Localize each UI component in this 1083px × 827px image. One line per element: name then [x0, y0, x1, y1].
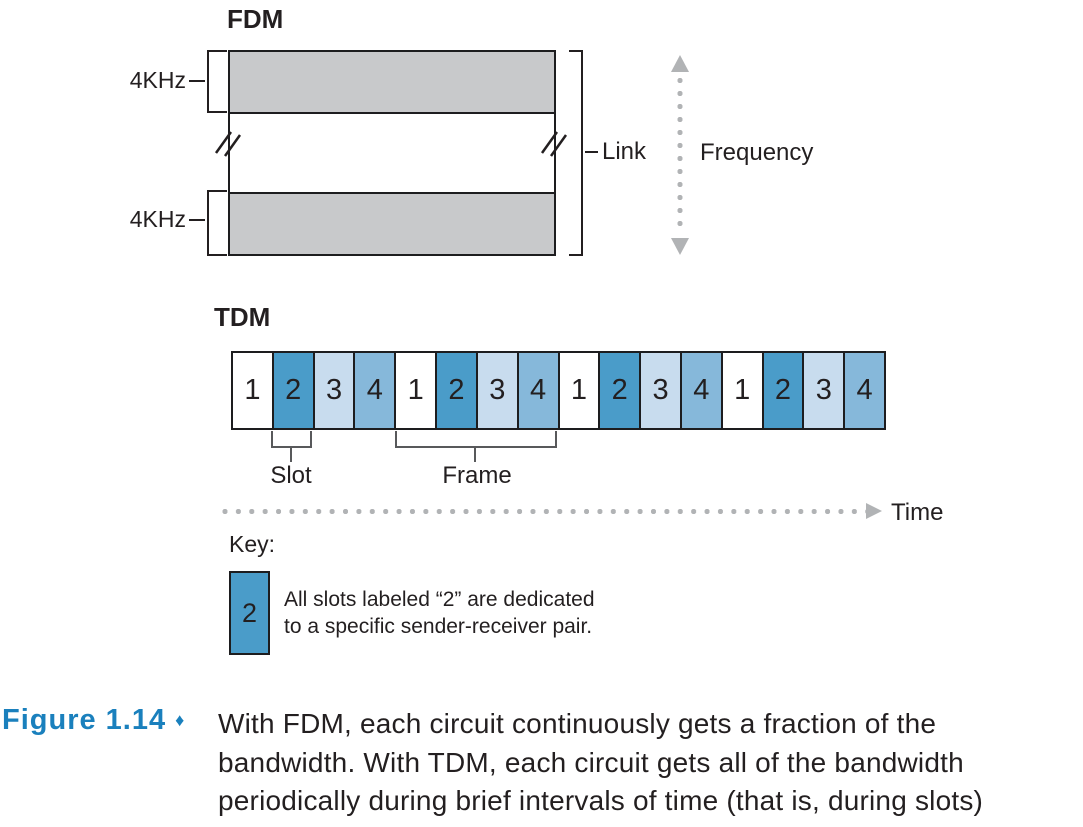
- tdm-slot: 4: [843, 353, 884, 428]
- slot-bracket-stem: [290, 448, 292, 462]
- tdm-slot: 2: [761, 353, 803, 428]
- tdm-slot: 1: [394, 353, 436, 428]
- caption-line3: periodically during brief intervals of t…: [218, 785, 984, 816]
- frame-bracket: [395, 431, 557, 448]
- diamond-icon: ♦: [175, 710, 185, 730]
- fdm-4khz-label-bottom: 4KHz: [129, 206, 186, 232]
- tdm-slot: 3: [475, 353, 517, 428]
- dash-link: [585, 151, 598, 153]
- tdm-slot: 1: [557, 353, 599, 428]
- tdm-slot: 1: [720, 353, 762, 428]
- fdm-link-box: [228, 50, 556, 256]
- key-label: Key:: [229, 531, 276, 557]
- bracket-4khz-bottom: [207, 190, 227, 256]
- tdm-slot: 4: [353, 353, 395, 428]
- figure-caption-label: Figure 1.14 ♦: [2, 704, 184, 737]
- time-axis-dots: [222, 508, 866, 515]
- time-label: Time: [891, 499, 944, 526]
- tdm-title: TDM: [214, 302, 271, 332]
- fdm-channel-band-bottom: [230, 192, 554, 254]
- bracket-4khz-top: [207, 50, 227, 113]
- tdm-slot: 3: [312, 353, 354, 428]
- tdm-slot: 4: [516, 353, 558, 428]
- key-slot-number: 2: [241, 597, 258, 628]
- key-description: All slots labeled “2” are dedicated to a…: [284, 586, 595, 640]
- key-description-line1: All slots labeled “2” are dedicated: [284, 588, 595, 611]
- fdm-band-gap: [230, 114, 554, 192]
- time-arrow-right-icon: [866, 503, 882, 519]
- bracket-link: [569, 50, 583, 256]
- key-description-line2: to a specific sender-receiver pair.: [284, 615, 593, 638]
- frequency-axis-dots: [677, 77, 683, 234]
- figure-caption-text: With FDM, each circuit continuously gets…: [218, 705, 1083, 821]
- dash-4khz-bottom: [189, 219, 205, 221]
- tdm-slot: 3: [639, 353, 680, 428]
- frame-bracket-stem: [474, 448, 476, 462]
- slot-bracket: [271, 431, 312, 448]
- fdm-title: FDM: [227, 4, 284, 34]
- frame-label: Frame: [442, 462, 512, 489]
- fdm-channel-band-top: [230, 52, 554, 114]
- frequency-arrow-down-icon: [671, 238, 689, 255]
- break-marks-left-icon: [214, 131, 242, 157]
- link-label: Link: [602, 138, 647, 165]
- tdm-slot: 2: [435, 353, 476, 428]
- fdm-4khz-label-top: 4KHz: [129, 67, 186, 93]
- key-slot-box: 2: [229, 571, 270, 655]
- frequency-label: Frequency: [700, 139, 814, 166]
- tdm-slot: 4: [679, 353, 721, 428]
- tdm-slot: 2: [271, 353, 313, 428]
- caption-line1: With FDM, each circuit continuously gets…: [218, 708, 937, 739]
- figure-number: Figure 1.14: [2, 704, 167, 736]
- tdm-slot: 1: [233, 353, 272, 428]
- dash-4khz-top: [189, 80, 205, 82]
- break-marks-right-icon: [540, 131, 568, 157]
- slot-label: Slot: [270, 462, 312, 489]
- frequency-arrow-up-icon: [671, 55, 689, 72]
- caption-line2: bandwidth. With TDM, each circuit gets a…: [218, 746, 964, 778]
- tdm-slot: 3: [802, 353, 844, 428]
- tdm-slot: 2: [598, 353, 640, 428]
